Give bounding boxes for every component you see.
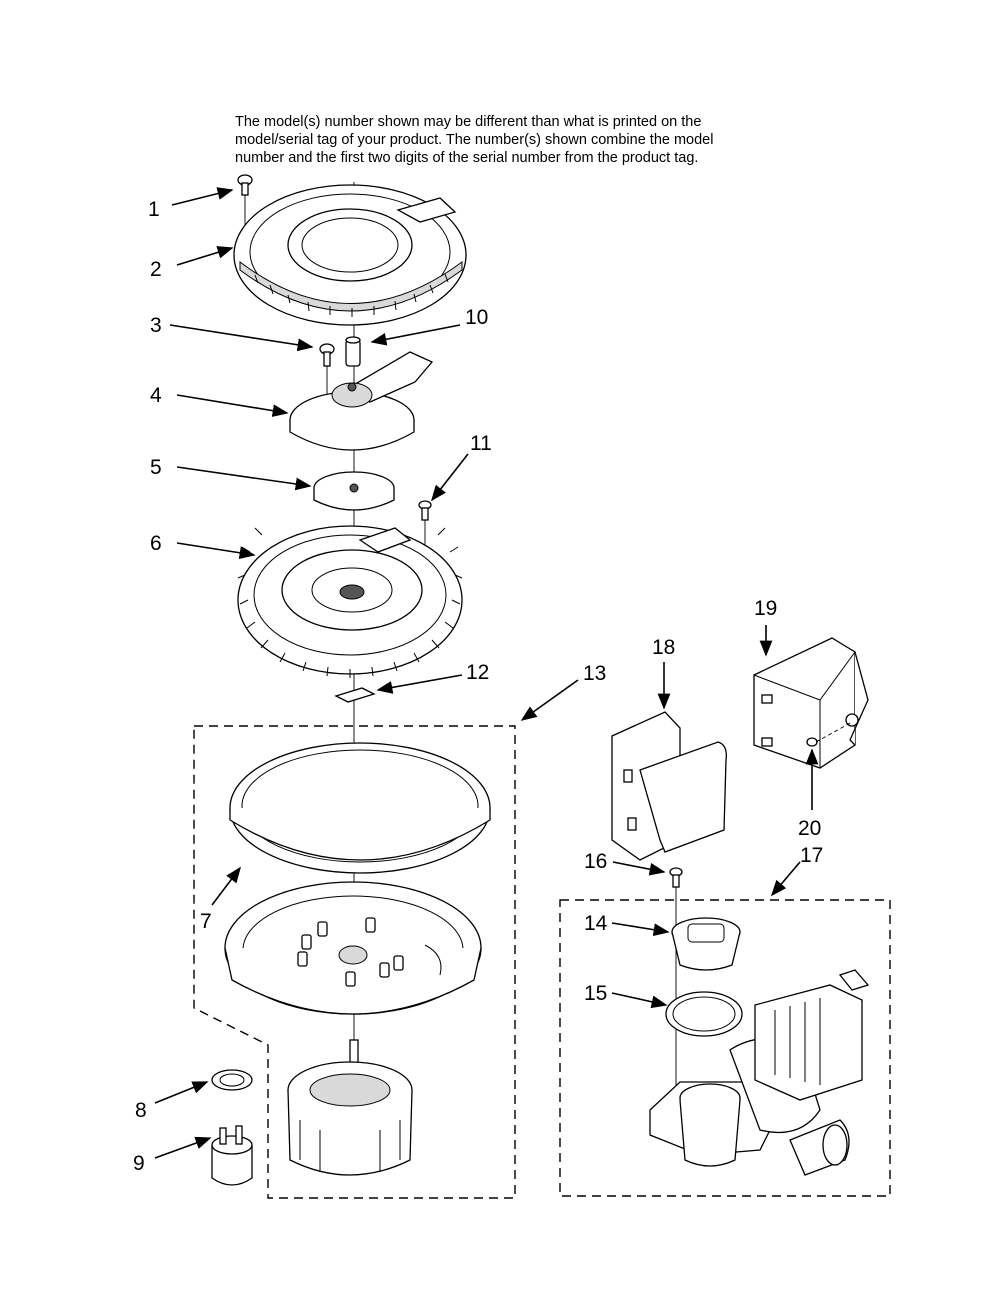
- callout-19: 19: [754, 597, 777, 620]
- part-7-ring: [229, 742, 491, 874]
- note-line-2: model/serial tag of your product. The nu…: [235, 132, 714, 148]
- callout-7: 7: [200, 910, 212, 933]
- group-13-outline: [193, 725, 516, 1199]
- callout-8: 8: [135, 1099, 147, 1122]
- callout-1: 1: [148, 198, 160, 221]
- part-16-screw: [669, 867, 683, 1100]
- part-10-pin: [345, 336, 361, 367]
- callout-5: 5: [150, 456, 162, 479]
- callout-17: 17: [800, 844, 823, 867]
- motor: [287, 1039, 413, 1176]
- callout-12: 12: [466, 661, 489, 684]
- callout-15: 15: [584, 982, 607, 1005]
- callout-6: 6: [150, 532, 162, 555]
- part-20-screw: [806, 721, 853, 747]
- part-15-oring: [665, 991, 743, 1037]
- sump-housing: [224, 881, 482, 1015]
- part-2-cover-ring: [233, 184, 467, 326]
- callout-4: 4: [150, 384, 162, 407]
- part-18-bracket: [611, 711, 727, 861]
- part-5-impeller: [313, 471, 395, 511]
- callout-18: 18: [652, 636, 675, 659]
- part-14-adapter: [671, 917, 741, 971]
- callout-3: 3: [150, 314, 162, 337]
- part-4-pump-housing: [289, 351, 434, 451]
- group-17-outline: [559, 899, 891, 1197]
- callout-labels: 1 2 3 4 5 6 7 8 9 10 11 12 13 14 15 16 1…: [133, 198, 823, 1175]
- disclaimer-note: The model(s) number shown may be differe…: [235, 113, 795, 167]
- callout-10: 10: [465, 306, 488, 329]
- callout-2: 2: [150, 258, 162, 281]
- callout-13: 13: [583, 662, 606, 685]
- callout-16: 16: [584, 850, 607, 873]
- note-line-3: number and the first two digits of the s…: [235, 150, 699, 166]
- part-12-clip: [334, 687, 376, 703]
- callout-20: 20: [798, 817, 821, 840]
- note-line-1: The model(s) number shown may be differe…: [235, 114, 702, 130]
- part-6-filter-base: [237, 525, 463, 678]
- callout-9: 9: [133, 1152, 145, 1175]
- callout-14: 14: [584, 912, 608, 935]
- part-8-oring: [211, 1069, 253, 1091]
- callout-11: 11: [470, 432, 492, 455]
- drain-pump: [649, 969, 870, 1176]
- part-19-cover: [753, 637, 869, 769]
- leader-lines: [154, 187, 819, 1159]
- part-9-sensor: [211, 1125, 253, 1186]
